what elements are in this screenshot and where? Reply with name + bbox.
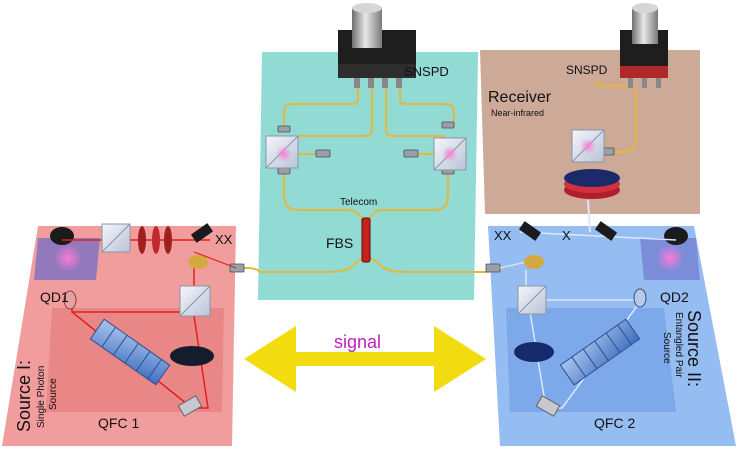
snspd-right [620,3,668,88]
qd1-label: QD1 [40,289,69,305]
center-beamsplitter-right [433,137,467,171]
receiver-beam [587,199,591,233]
signal-label: signal [334,332,381,352]
snspd-center-label: SNSPD [404,64,449,79]
signal-double-arrow [244,326,486,392]
fbs-label: FBS [326,235,353,251]
center-panel [258,52,478,300]
receiver-beamsplitter [571,129,605,163]
source1-optics [34,223,237,417]
source1-title: Source I: [14,360,34,432]
source1-subtitle-1: Single Photon [36,366,47,428]
xx-right-label: XX [494,228,512,243]
source2-title-block: Source II: Entangled Pair Source [661,310,704,387]
source1-subtitle-2: Source [48,378,59,410]
receiver-filter-stack [564,169,620,199]
xx-left-label: XX [215,232,233,247]
telecom-label: Telecom [340,197,377,208]
source2-subtitle-1: Entangled Pair [673,312,684,378]
qfc1-label: QFC 1 [98,415,139,431]
fbs-coupler [361,217,371,263]
source2-optics [499,221,700,417]
x-right-label: X [562,228,571,243]
qd2-label: QD2 [660,289,689,305]
source1-title-block: Source I: Single Photon Source [14,360,59,432]
receiver-title: Receiver [488,89,552,106]
source2-subtitle-2: Source [661,332,672,364]
snspd-center [338,3,416,88]
receiver-subtitle: Near-infrared [491,108,544,118]
center-beamsplitter-left [265,135,299,169]
qfc2-label: QFC 2 [594,415,635,431]
snspd-right-label: SNSPD [566,63,608,77]
source2-title: Source II: [684,310,704,387]
